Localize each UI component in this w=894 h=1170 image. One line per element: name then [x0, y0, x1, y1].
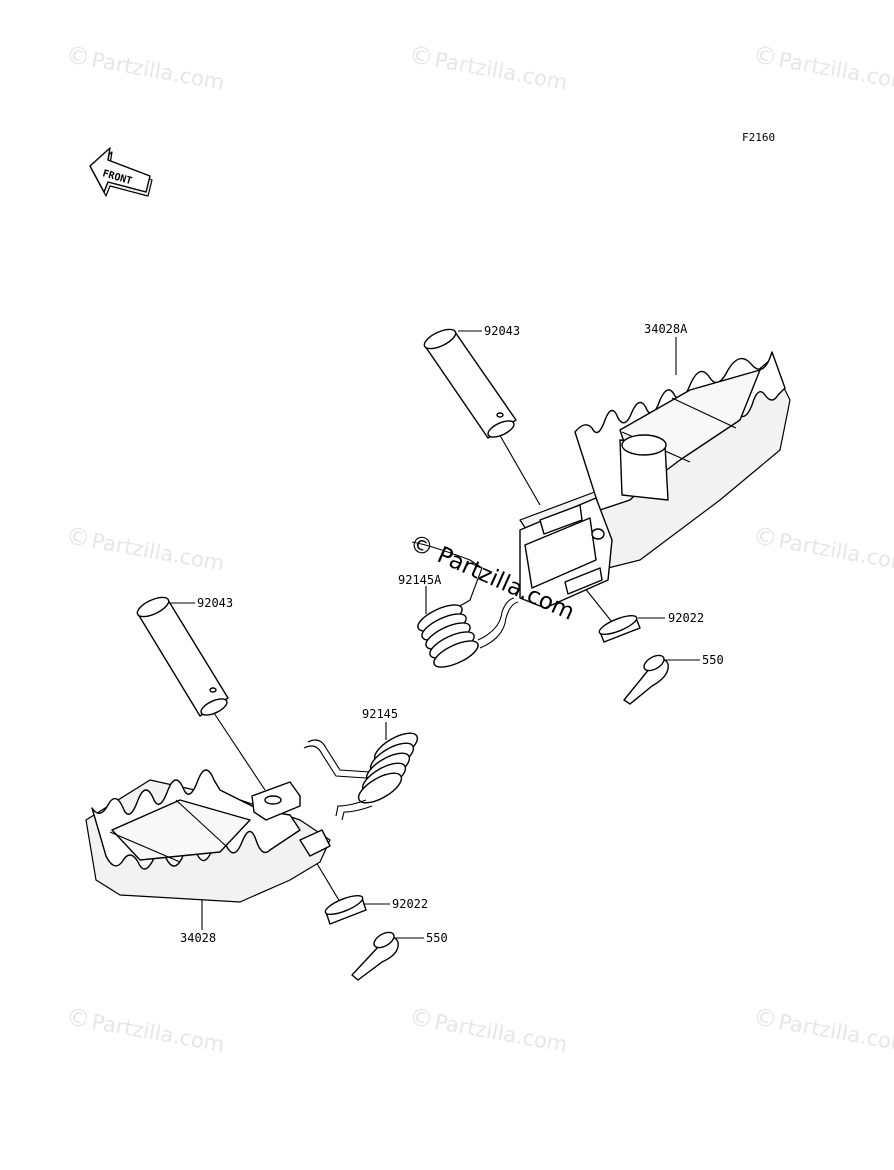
watermark-5: © Partzilla.com — [751, 521, 894, 576]
watermark-2: © Partzilla.com — [407, 40, 570, 95]
watermarks: © Partzilla.com © Partzilla.com © Partzi… — [64, 40, 894, 1057]
spring-upper — [411, 541, 519, 668]
svg-text:Partzilla.com: Partzilla.com — [90, 1010, 227, 1057]
washer-upper — [598, 614, 641, 643]
spring-lower — [303, 732, 419, 821]
watermark-4: © Partzilla.com — [64, 521, 227, 576]
svg-text:©: © — [751, 521, 779, 553]
svg-text:©: © — [407, 1002, 435, 1034]
footpeg-left — [85, 769, 331, 903]
label-92145A: 92145A — [398, 573, 442, 587]
cotter-lower — [351, 931, 399, 981]
lower-assembly: 92043 92145 92022 550 34028 — [85, 596, 448, 981]
svg-text:Partzilla.com: Partzilla.com — [433, 48, 570, 95]
svg-text:Partzilla.com: Partzilla.com — [90, 529, 227, 576]
diagram-code: F2160 — [742, 131, 775, 144]
pin-lower — [136, 596, 229, 717]
watermark-8: © Partzilla.com — [751, 1002, 894, 1057]
watermark-1: © Partzilla.com — [64, 40, 227, 95]
label-550-upper: 550 — [702, 653, 724, 667]
svg-text:Partzilla.com: Partzilla.com — [777, 48, 894, 95]
svg-text:Partzilla.com: Partzilla.com — [90, 48, 227, 95]
svg-text:©: © — [751, 40, 779, 72]
pin-upper — [423, 328, 517, 439]
label-92022-lower: 92022 — [392, 897, 428, 911]
label-34028: 34028 — [180, 931, 216, 945]
watermark-6: © Partzilla.com — [64, 1002, 227, 1057]
washer-lower — [324, 894, 367, 925]
svg-text:Partzilla.com: Partzilla.com — [777, 529, 894, 576]
label-550-lower: 550 — [426, 931, 448, 945]
svg-text:©: © — [64, 521, 92, 553]
cotter-upper — [623, 654, 669, 705]
front-arrow-icon: FRONT — [89, 147, 153, 197]
upper-assembly: 92043 34028A 92145A 92022 550 — [398, 322, 791, 705]
label-92145: 92145 — [362, 707, 398, 721]
svg-text:©: © — [407, 40, 435, 72]
svg-text:Partzilla.com: Partzilla.com — [777, 1010, 894, 1057]
svg-text:©: © — [64, 40, 92, 72]
watermark-7: © Partzilla.com — [407, 1002, 570, 1057]
label-34028A: 34028A — [644, 322, 688, 336]
svg-text:©: © — [64, 1002, 92, 1034]
svg-text:Partzilla.com: Partzilla.com — [433, 1010, 570, 1057]
footpeg-right — [519, 351, 791, 609]
label-92022-upper: 92022 — [668, 611, 704, 625]
watermark-3: © Partzilla.com — [751, 40, 894, 95]
label-92043-lower: 92043 — [197, 596, 233, 610]
label-92043-upper: 92043 — [484, 324, 520, 338]
svg-text:©: © — [751, 1002, 779, 1034]
